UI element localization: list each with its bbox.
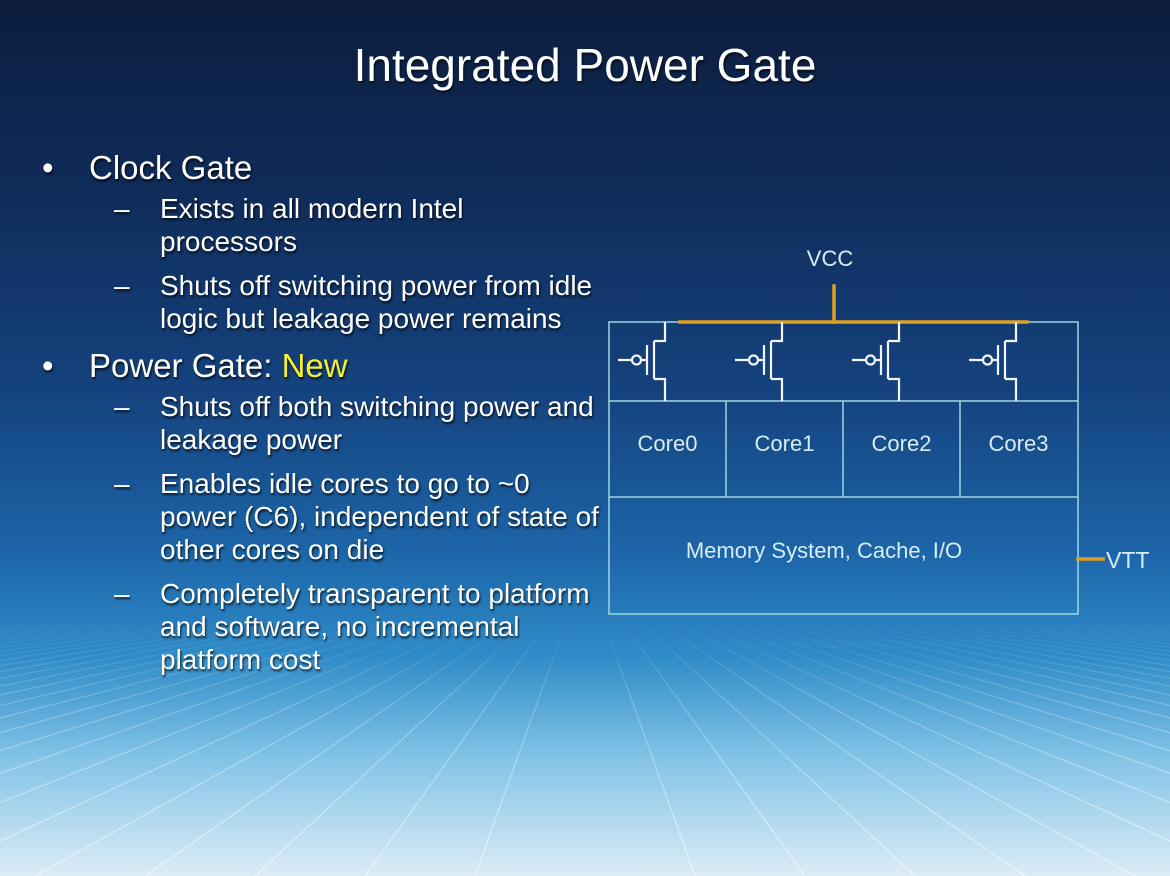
bullet-clock-gate-label: Clock Gate	[89, 149, 253, 186]
bullet-power-gate: Power Gate: New	[42, 346, 607, 386]
core-label: Core0	[638, 431, 698, 456]
power-gate-transistor-icon	[969, 322, 1018, 401]
power-gate-transistor-icon	[618, 322, 667, 401]
sub-bullet: Shuts off switching power from idle logi…	[42, 269, 607, 335]
power-gate-transistor-icon	[735, 322, 784, 401]
bullet-clock-gate: Clock Gate	[42, 148, 607, 188]
sub-bullet: Enables idle cores to go to ~0 power (C6…	[42, 467, 607, 566]
new-highlight: New	[281, 347, 348, 384]
vcc-label: VCC	[807, 246, 854, 271]
uncore-label: Memory System, Cache, I/O	[686, 538, 962, 563]
bullet-power-gate-label: Power Gate:	[89, 347, 273, 384]
core-label: Core2	[872, 431, 932, 456]
bullet-list: Clock Gate Exists in all modern Intel pr…	[42, 148, 607, 687]
sub-bullet: Shuts off both switching power and leaka…	[42, 390, 607, 456]
power-gate-transistor-icon	[852, 322, 901, 401]
vtt-label: VTT	[1106, 547, 1149, 573]
slide-title: Integrated Power Gate	[353, 39, 817, 91]
sub-bullet: Completely transparent to platform and s…	[42, 577, 607, 676]
core-label: Core3	[989, 431, 1049, 456]
core-label: Core1	[755, 431, 815, 456]
sub-bullet: Exists in all modern Intel processors	[42, 192, 607, 258]
